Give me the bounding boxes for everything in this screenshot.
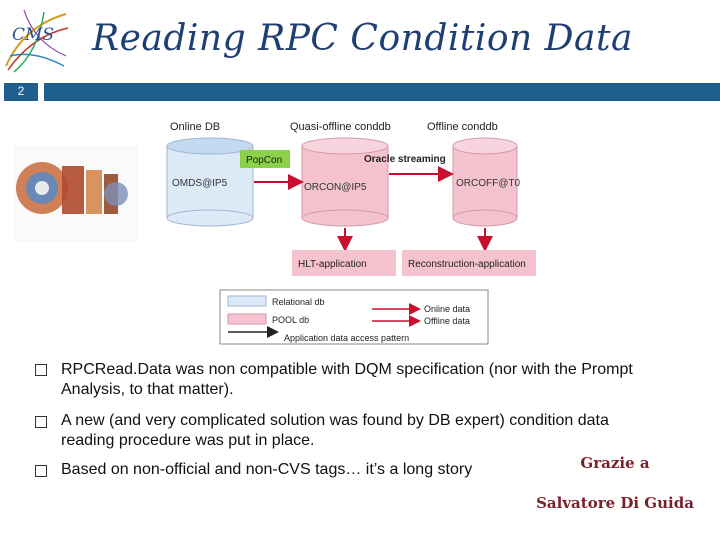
hlt-application-label: HLT-application <box>298 259 367 270</box>
legend <box>219 289 489 345</box>
orcon-label: ORCON@IP5 <box>304 182 367 193</box>
bullet-marker <box>35 465 47 477</box>
slide-number-box <box>4 83 38 101</box>
orcon-database <box>301 137 389 227</box>
bullet-marker <box>35 364 47 376</box>
orcoff-label: ORCOFF@T0 <box>456 178 520 189</box>
popcon-box <box>240 150 290 168</box>
cms-logo: CMS <box>4 6 70 74</box>
legend-relational: Relational db <box>272 297 325 307</box>
bullet-marker <box>35 416 47 428</box>
legend-access: Application data access pattern <box>284 333 409 343</box>
legend-online-data: Online data <box>424 304 470 314</box>
bullet-text: A new (and very complicated solution was… <box>61 412 609 449</box>
hlt-application-box <box>292 250 396 276</box>
acknowledgement: Grazie a Salvatore Di Guida <box>530 452 700 532</box>
reconstruction-application-box <box>402 250 536 276</box>
reconstruction-application-label: Reconstruction-application <box>408 259 526 270</box>
streaming-label: Oracle streaming <box>364 154 446 165</box>
header-offline-conddb: Offline conddb <box>427 121 498 133</box>
legend-pool: POOL db <box>272 315 309 325</box>
title-bar <box>44 83 720 101</box>
bullet-text: RPCRead.Data was non compatible with DQM… <box>61 361 633 398</box>
detector-image <box>14 146 138 242</box>
acknowledgement-line1: Grazie a <box>580 454 650 472</box>
slide-number: 2 <box>17 84 25 98</box>
slide-title: Reading RPC Condition Data <box>92 18 633 59</box>
legend-offline-data: Offline data <box>424 316 470 326</box>
logo-text: CMS <box>12 25 54 45</box>
header-quasi-offline: Quasi-offline conddb <box>290 121 391 133</box>
orcoff-database <box>452 137 518 227</box>
acknowledgement-line2: Salvatore Di Guida <box>536 494 694 512</box>
bullet-text: Based on non-official and non-CVS tags… … <box>61 461 473 478</box>
header-online-db: Online DB <box>170 121 220 133</box>
omds-label: OMDS@IP5 <box>172 178 228 189</box>
db-architecture-diagram: Online DB Quasi-offline conddb Offline c… <box>14 121 536 345</box>
popcon-label: PopCon <box>246 155 282 166</box>
